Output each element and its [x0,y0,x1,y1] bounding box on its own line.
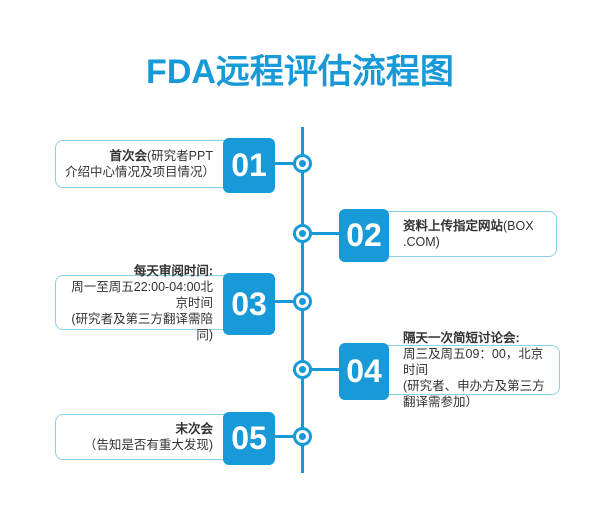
node-dot-icon [299,230,306,237]
step-3-box: 每天审阅时间: 周一至周五22:00-04:00北京时间 (研究者及第三方翻译需… [55,264,275,342]
step-5-line-2: （告知是否有重大发现) [83,438,213,452]
step-5-box: 末次会 （告知是否有重大发现) 05 [55,412,275,465]
timeline-node-5 [293,427,312,446]
timeline-node-4 [293,360,312,379]
step-2-box: 资料上传指定网站(BOX .COM) 02 [339,209,557,262]
step-3-text: 每天审阅时间: 周一至周五22:00-04:00北京时间 (研究者及第三方翻译需… [55,264,275,342]
step-3-line-1: 每天审阅时间: [133,263,213,278]
node-dot-icon [299,298,306,305]
step-2-text: 资料上传指定网站(BOX .COM) [345,211,557,257]
timeline-node-2 [293,224,312,243]
node-dot-icon [299,366,306,373]
step-3-number-badge: 03 [223,273,275,335]
step-1-box: 首次会(研究者PPT 介绍中心情况及项目情况） 01 [55,138,275,193]
page-title: FDA远程评估流程图 [146,53,454,91]
step-2-number-badge: 02 [339,209,389,262]
step-4-number-badge: 04 [339,343,389,400]
step-3-line-3: (研究者及第三方翻译需陪同) [71,311,213,342]
connector-step-4 [309,368,340,371]
step-1-text: 首次会(研究者PPT 介绍中心情况及项目情况） [55,140,275,188]
step-1-line-2: 介绍中心情况及项目情况） [65,165,216,179]
step-5-line-1: 末次会 [175,422,213,436]
node-dot-icon [299,433,306,440]
connector-step-3 [272,300,297,303]
step-4-box: 隔天一次简短讨论会: 周三及周五09：00，北京时间 (研究者、申办方及第三方翻… [339,331,560,409]
timeline-node-1 [293,154,312,173]
step-4-line-1: 隔天一次简短讨论会: [403,331,520,345]
step-2-line-1: 资料上传指定网站(BOX .COM) [403,219,534,249]
step-5-number-badge: 05 [223,412,275,465]
step-4-line-2: 周三及周五09：00，北京时间 [403,347,544,377]
step-1-number-badge: 01 [223,138,275,193]
step-1-line-1: 首次会(研究者PPT [109,149,214,163]
step-3-line-2: 周一至周五22:00-04:00北京时间 [71,279,213,310]
step-5-text: 末次会 （告知是否有重大发现) [55,414,275,460]
step-4-text: 隔天一次简短讨论会: 周三及周五09：00，北京时间 (研究者、申办方及第三方翻… [345,331,560,409]
connector-step-5 [272,435,297,438]
connector-step-2 [309,232,340,235]
timeline-node-3 [293,292,312,311]
node-dot-icon [299,160,306,167]
connector-step-1 [272,162,297,165]
step-4-line-3: (研究者、申办方及第三方翻译需参加） [403,379,545,409]
